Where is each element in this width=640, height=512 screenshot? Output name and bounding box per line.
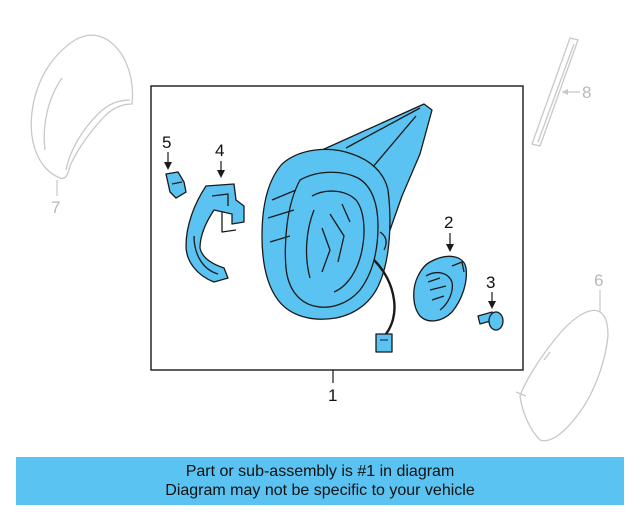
callout-8-arrowhead	[562, 89, 568, 95]
callout-4-arrowhead	[217, 170, 225, 178]
parts-diagram	[30, 34, 609, 442]
callout-7: 7	[51, 198, 61, 217]
callout-5-arrowhead	[164, 162, 172, 170]
part-7-mirror-cover	[30, 34, 134, 180]
callout-8: 8	[582, 83, 592, 102]
callout-3-arrowhead	[488, 301, 496, 309]
part-4-bracket	[185, 183, 245, 283]
part-6-mirror-glass	[515, 309, 609, 442]
callout-3: 3	[486, 273, 496, 292]
assembly-frame	[150, 85, 524, 371]
callout-6: 6	[594, 271, 604, 290]
part-1-mirror-assembly	[261, 103, 433, 353]
part-2-motor	[413, 255, 468, 322]
callout-4: 4	[215, 141, 225, 160]
part-8-trim-strip	[531, 37, 579, 147]
banner-line-1: Part or sub-assembly is #1 in diagram	[185, 463, 455, 480]
callout-2-arrowhead	[446, 244, 454, 252]
callout-1: 1	[328, 386, 338, 405]
banner-line-2: Diagram may not be specific to your vehi…	[165, 482, 475, 499]
part-5-clip	[165, 171, 187, 199]
callout-2: 2	[444, 213, 454, 232]
part-3-screw	[477, 311, 504, 331]
callout-5: 5	[162, 133, 172, 152]
info-banner: Part or sub-assembly is #1 in diagram Di…	[16, 457, 624, 505]
